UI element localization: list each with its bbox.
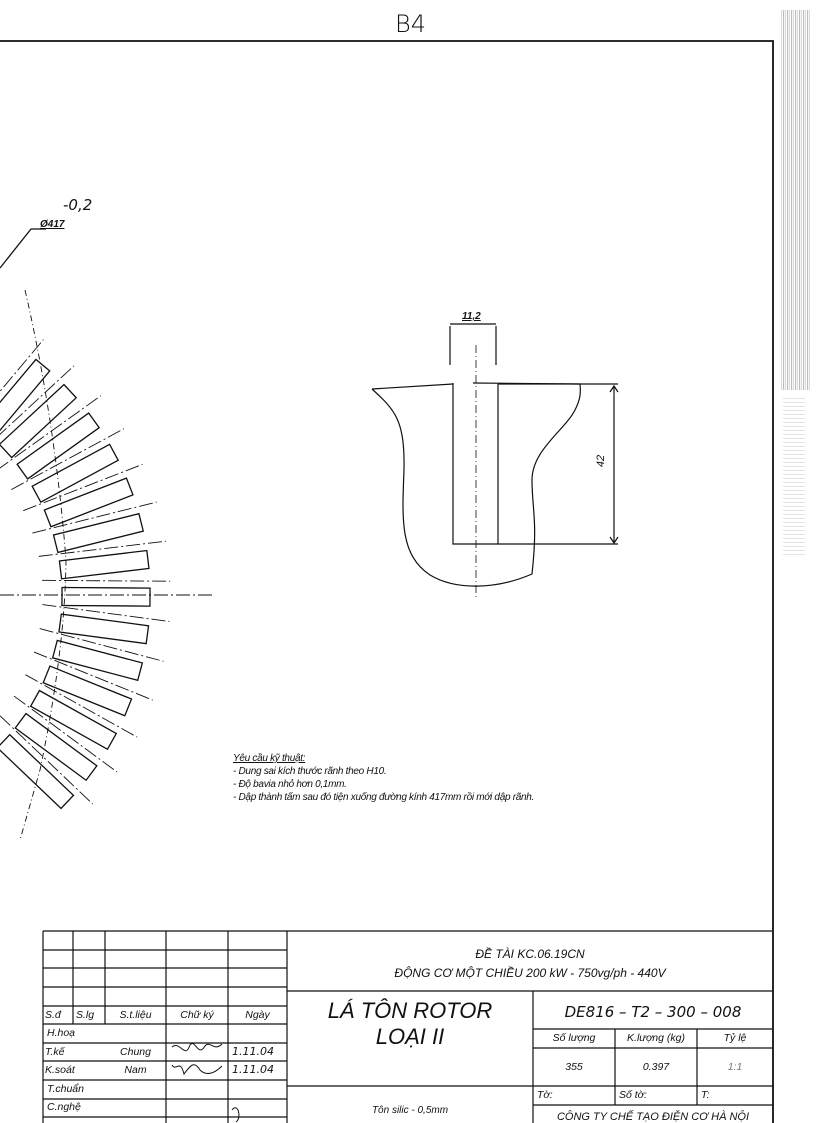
role-name: Nam xyxy=(124,1064,147,1076)
role-name: Chung xyxy=(120,1046,151,1058)
rotor-slot xyxy=(13,695,118,782)
rev-header-doc: S.t.liệu xyxy=(119,1009,152,1021)
sheet-header-sheet-count: Số tờ: xyxy=(619,1089,647,1101)
rotor-slot xyxy=(0,715,94,810)
props-value-quantity: 355 xyxy=(565,1061,583,1073)
rotor-slot xyxy=(23,463,143,528)
diameter-leader xyxy=(0,228,46,269)
role-label: K.soát xyxy=(45,1064,75,1076)
requirement-item: - Dung sai kích thước rãnh theo H10. xyxy=(233,766,387,777)
role-label: C.nghệ xyxy=(47,1101,81,1113)
title-block-grid xyxy=(42,930,773,1123)
rotor-slot xyxy=(0,339,51,440)
rotor-slot xyxy=(0,395,102,480)
rotor-outer-arc xyxy=(19,289,67,841)
material: Tôn silic - 0,5mm xyxy=(371,1105,449,1116)
project-line2: ĐỘNG CƠ MỘT CHIỀU 200 kW - 750vg/ph - 44… xyxy=(394,966,666,980)
props-value-weight: 0.397 xyxy=(642,1061,670,1073)
rotor-slot xyxy=(32,501,157,554)
sheet-header-sheet: Tờ: xyxy=(537,1089,553,1101)
requirement-item: - Độ bavia nhỏ hơn 0,1mm. xyxy=(233,779,347,790)
rotor-slot xyxy=(11,428,125,503)
role-label: T.chuẩn xyxy=(47,1083,84,1095)
role-date: 1.11.04 xyxy=(232,1045,274,1058)
rotor-slot xyxy=(33,651,153,717)
rotor-slots xyxy=(0,339,171,810)
scan-artifact-strip-lower xyxy=(783,395,805,555)
slot-width-label: 11,2 xyxy=(462,311,481,322)
signatures xyxy=(171,1043,240,1123)
role-date: 1.11.04 xyxy=(232,1063,274,1076)
drawing-code: DE816 – T2 – 300 – 008 xyxy=(564,1003,742,1021)
role-label: T.kế xyxy=(45,1046,65,1058)
rev-header-signature: Chữ ký xyxy=(180,1009,214,1021)
diameter-tolerance: -0,2 xyxy=(63,196,93,214)
company: CÔNG TY CHẾ TẠO ĐIỆN CƠ HÀ NỘI xyxy=(556,1111,750,1123)
rev-header-sd: S.đ xyxy=(45,1009,61,1021)
rotor-slot xyxy=(42,579,171,607)
rev-header-slg: S.lg xyxy=(76,1009,95,1021)
part-name-line2: LOẠI II xyxy=(375,1024,445,1049)
props-header-weight: K.lượng (kg) xyxy=(627,1032,685,1044)
props-header-quantity: Số lượng xyxy=(552,1032,596,1044)
slot-depth-label: 42 xyxy=(595,454,608,468)
diameter-label: Ø417 xyxy=(40,219,65,230)
props-value-scale: 1:1 xyxy=(727,1061,743,1073)
rotor-slot xyxy=(39,628,164,682)
rev-header-date: Ngày xyxy=(245,1009,270,1021)
rotor-slot xyxy=(42,604,170,645)
rotor-slot xyxy=(38,540,166,580)
slot-detail xyxy=(371,323,619,600)
technical-requirements: Yêu cầu kỹ thuật: - Dung sai kích thước … xyxy=(233,752,534,804)
sheet-header-t: T: xyxy=(701,1089,710,1101)
rotor-slot xyxy=(25,674,138,751)
role-label: H.hoạ xyxy=(47,1027,76,1039)
requirement-item: - Dập thành tấm sau đó tiện xuống đường … xyxy=(233,792,534,803)
project-line1: ĐỀ TÀI KC.06.19CN xyxy=(475,947,585,961)
scan-artifact-strip xyxy=(781,10,811,390)
frame-border xyxy=(0,40,774,1123)
part-name-line1: LÁ TÔN ROTOR xyxy=(327,998,493,1023)
requirements-title: Yêu cầu kỹ thuật: xyxy=(233,753,306,764)
rotor-slot xyxy=(0,365,78,459)
props-header-scale: Tỷ lệ xyxy=(723,1032,747,1044)
sheet-marker: B4 xyxy=(395,10,426,38)
